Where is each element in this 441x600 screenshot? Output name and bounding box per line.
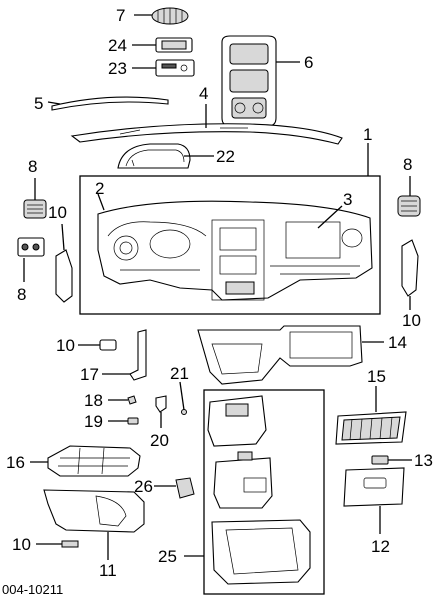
callout-9: 8: [17, 285, 26, 304]
callout-8-left: 8: [28, 157, 37, 176]
callout-14: 12: [371, 537, 390, 556]
part-13-knee-bolster: [43, 489, 145, 533]
diagram-caption: 004-10211: [2, 582, 63, 597]
part-25-radio: [155, 59, 195, 77]
part-16-lower-frame: [197, 325, 363, 385]
callout-19: 17: [80, 365, 99, 384]
part-11-clip: [99, 339, 117, 351]
part-10-right-endcap: [401, 239, 419, 297]
leader-5: [47, 101, 61, 105]
part-28-block: [175, 477, 195, 499]
callout-5: 5: [34, 94, 43, 113]
callout-27: 25: [158, 547, 177, 566]
leader-3: [317, 205, 343, 229]
callout-16: 14: [388, 333, 407, 352]
part-1-instrument-panel: [97, 200, 373, 301]
part-20-fastener: [127, 395, 137, 405]
callout-17: 15: [367, 367, 386, 386]
part-21-fastener: [127, 417, 139, 425]
part-15-latch: [371, 455, 389, 465]
callout-3: 3: [343, 190, 352, 209]
part-24-cluster-bezel: [117, 143, 191, 169]
part-17-grille: [335, 411, 407, 445]
callout-22: 20: [150, 431, 169, 450]
part-27-frame: [203, 389, 325, 595]
part-14-glovebox-door: [343, 467, 405, 507]
part-9-switch-panel: [17, 237, 45, 257]
callout-7: 7: [116, 6, 125, 25]
callout-25: 23: [108, 59, 127, 78]
callout-12: 10: [12, 535, 31, 554]
part-8-right-vent: [397, 195, 421, 217]
callout-28: 26: [134, 477, 153, 496]
callout-18: 16: [6, 453, 25, 472]
leader-23: [179, 381, 183, 397]
callout-10-left: 10: [48, 203, 67, 222]
callout-1: 1: [363, 125, 372, 144]
callout-10-right: 10: [402, 311, 421, 330]
part-6-center-bezel: [221, 35, 277, 127]
part-27-glovebox-parts: [207, 395, 311, 585]
part-10-left-endcap: [55, 249, 73, 303]
callout-4: 4: [199, 84, 208, 103]
callout-15: 13: [414, 451, 433, 470]
callout-26: 24: [108, 36, 127, 55]
part-8-left-vent: [23, 199, 47, 219]
leader-10-left: [61, 223, 65, 251]
callout-2: 2: [95, 179, 104, 198]
part-7-knob: [151, 7, 189, 25]
part-5-defrost-strip: [51, 96, 169, 111]
callout-21: 19: [84, 412, 103, 431]
callout-20: 18: [84, 391, 103, 410]
part-4-top-cover: [70, 123, 343, 145]
part-23-screw: [181, 395, 187, 415]
callout-24: 22: [216, 147, 235, 166]
callout-8-right: 8: [403, 155, 412, 174]
part-19-bracket: [129, 329, 147, 381]
part-22-clip: [155, 395, 167, 413]
part-18-tray: [47, 445, 141, 477]
part-1-frame: [79, 175, 381, 315]
leader-2: [97, 193, 105, 211]
part-12-trim: [61, 540, 79, 548]
callout-13: 11: [99, 561, 117, 580]
callout-11: 10: [56, 336, 75, 355]
callout-23: 21: [170, 364, 189, 383]
part-26-switch: [155, 37, 193, 53]
callout-6: 6: [304, 53, 313, 72]
